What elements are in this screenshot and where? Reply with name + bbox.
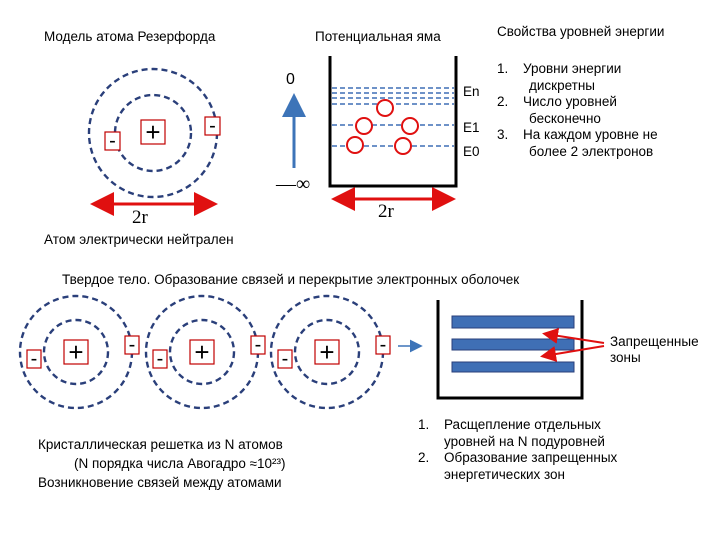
lattice-electron-minus: - <box>380 334 387 356</box>
lattice-electron-minus: - <box>31 348 38 370</box>
lattice-atom-1: + - - <box>18 294 140 410</box>
lattice-electron-minus: - <box>282 348 289 370</box>
crystal-lattice: + - - + - - + - - <box>18 294 391 410</box>
well-walls <box>328 56 458 188</box>
lattice-inner-orbit <box>168 318 236 386</box>
lattice-electron-minus: - <box>255 334 262 356</box>
energy-bands <box>436 300 605 400</box>
potential-well-title: Потенциальная яма <box>315 29 441 44</box>
lattice-nucleus-plus: + <box>68 337 83 367</box>
electron-right: - <box>204 115 221 137</box>
solid-body-title: Твердое тело. Образование связей и перек… <box>62 272 520 287</box>
allowed-band <box>451 361 575 373</box>
nucleus-plus-sign: + <box>140 117 166 147</box>
level-label-e0: E0 <box>463 144 480 159</box>
lattice-caption-line: Возникновение связей между атомами <box>38 475 282 490</box>
lattice-inner-orbit <box>293 318 361 386</box>
lattice-nucleus-plus: + <box>194 337 209 367</box>
lattice-inner-orbit <box>42 318 110 386</box>
allowed-band <box>451 338 575 351</box>
electron-left: - <box>104 130 121 152</box>
lattice-caption-line: (N порядка числа Авогадро ≈10²³) <box>74 456 286 471</box>
lattice-atom-2: + - - <box>144 294 266 410</box>
electron <box>401 117 419 135</box>
atom-neutral-caption: Атом электрически нейтрален <box>44 232 234 247</box>
lattice-electron-minus: - <box>129 334 136 356</box>
inner-orbit <box>113 93 193 173</box>
forbidden-zone-pointer <box>540 345 605 362</box>
svg-text:+: + <box>145 117 160 147</box>
rutherford-atom: + - - <box>87 67 221 216</box>
electron <box>376 99 394 117</box>
allowed-band <box>451 315 575 329</box>
axis-zero-label: 0 <box>286 71 295 88</box>
svg-text:-: - <box>209 115 216 137</box>
rutherford-model-title: Модель атома Резерфорда <box>44 29 216 44</box>
lattice-atom-3: + - - <box>269 294 391 410</box>
level-label-e1: E1 <box>463 120 480 135</box>
level-label-en: En <box>463 84 480 99</box>
electron <box>355 117 373 135</box>
svg-text:-: - <box>109 130 116 152</box>
lattice-caption-line: Кристаллическая решетка из N атомов <box>38 437 283 452</box>
lattice-electron-minus: - <box>157 348 164 370</box>
lattice-caption: Кристаллическая решетка из N атомов (N п… <box>38 435 286 492</box>
energy-level-properties-title: Свойства уровней энергии <box>497 24 665 39</box>
axis-minus-infinity-label: —∞ <box>276 173 311 195</box>
lattice-nucleus-plus: + <box>319 337 334 367</box>
potential-well <box>328 56 458 211</box>
electron <box>346 136 364 154</box>
electron <box>394 137 412 155</box>
forbidden-zone-pointer <box>542 327 605 344</box>
